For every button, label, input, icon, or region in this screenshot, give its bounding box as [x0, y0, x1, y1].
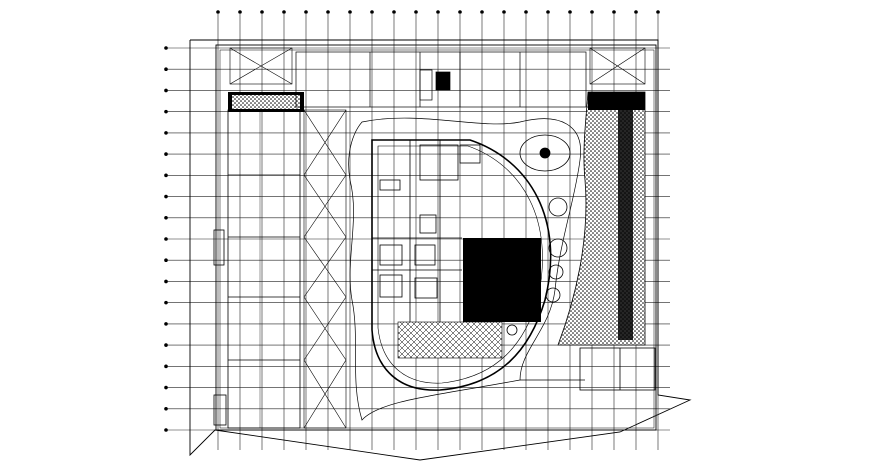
grid-markers — [164, 10, 660, 432]
grid-row-marker — [164, 406, 168, 411]
grid-row-marker — [164, 300, 168, 305]
left-corridor-bracing — [303, 109, 347, 429]
grid-row-marker — [164, 343, 168, 347]
garden-features — [506, 134, 571, 336]
grid-column-marker — [260, 10, 264, 14]
grid-column-marker — [612, 10, 616, 14]
grid-column-marker — [216, 10, 220, 14]
top-rooms — [295, 51, 587, 108]
grid-column-marker — [656, 10, 660, 14]
grid-column-marker — [238, 10, 242, 14]
grid-column-marker — [326, 10, 330, 14]
grid-row-marker — [164, 173, 168, 178]
grid-row-marker — [164, 385, 168, 390]
grid-column-marker — [282, 10, 286, 14]
central-block — [371, 139, 552, 391]
grid-column-marker — [414, 10, 418, 14]
grid-row-marker — [164, 46, 168, 50]
grid-column-marker — [524, 10, 528, 14]
grid-column-marker — [546, 10, 550, 14]
left-wing-rooms — [213, 109, 301, 429]
grid-row-marker — [164, 428, 168, 432]
right-bottom-room — [520, 347, 656, 391]
grid-row-marker — [164, 88, 168, 93]
grid-column-marker — [304, 10, 308, 14]
grid-row-marker — [164, 279, 168, 284]
grid-row-marker — [164, 131, 168, 135]
grid-row-marker — [164, 237, 168, 241]
grid-column-marker — [392, 10, 396, 14]
grid-column-marker — [568, 10, 572, 14]
grid-column-marker — [370, 10, 374, 14]
grid-column-marker — [480, 10, 484, 14]
grid-column-marker — [634, 10, 638, 14]
grid-row-marker — [164, 152, 168, 156]
site-outline — [189, 39, 692, 461]
left-stair-dots — [232, 95, 300, 109]
grid-row-marker — [164, 322, 168, 326]
grid-column-marker — [348, 10, 352, 14]
grid-row-marker — [164, 258, 168, 263]
grid-column-marker — [590, 10, 594, 14]
right-stair-core — [588, 92, 645, 110]
right-core-dark — [618, 110, 633, 340]
grid-row-marker — [164, 109, 168, 114]
grid-row-marker — [164, 364, 168, 369]
grid-column-marker — [502, 10, 506, 14]
grid-row-marker — [164, 215, 168, 220]
seating-area — [397, 321, 503, 359]
grid-row-marker — [164, 194, 168, 199]
atrium-void — [463, 238, 541, 322]
grid-column-marker — [436, 10, 440, 14]
top-bracing — [229, 47, 646, 85]
grid-column-marker — [458, 10, 462, 14]
grid-row-marker — [164, 67, 168, 72]
